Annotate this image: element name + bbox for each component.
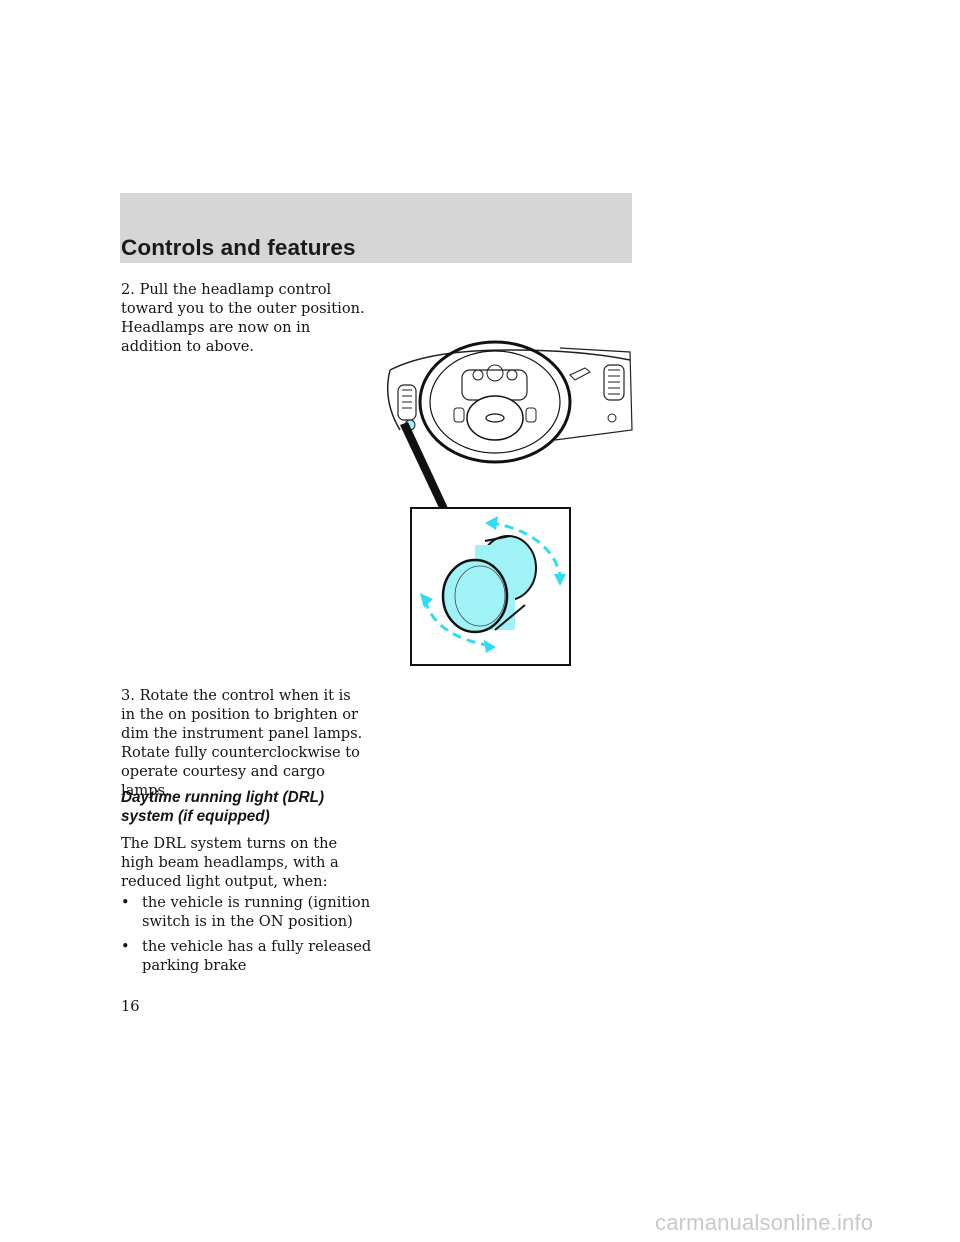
headlamp-knob-detail-illustration — [400, 422, 571, 666]
list-item: • the vehicle is running (ignition switc… — [121, 893, 371, 931]
list-item-text: the vehicle has a fully released parking… — [142, 938, 372, 974]
section-title: Controls and features — [121, 235, 356, 260]
list-item: • the vehicle has a fully released parki… — [121, 937, 371, 975]
page-number: 16 — [121, 998, 140, 1015]
step-2-paragraph: 2. Pull the headlamp control toward you … — [121, 281, 365, 355]
bullet-icon: • — [121, 894, 130, 911]
step-3-paragraph: 3. Rotate the control when it is in the … — [121, 687, 363, 799]
section-header-band — [120, 193, 632, 263]
list-item-text: the vehicle is running (ignition switch … — [142, 894, 371, 930]
bullet-icon: • — [121, 938, 130, 955]
watermark: carmanualsonline.info — [655, 1210, 874, 1235]
drl-subheading: Daytime running light (DRL) system (if e… — [121, 789, 325, 825]
drl-intro-paragraph: The DRL system turns on the high beam he… — [121, 835, 339, 890]
